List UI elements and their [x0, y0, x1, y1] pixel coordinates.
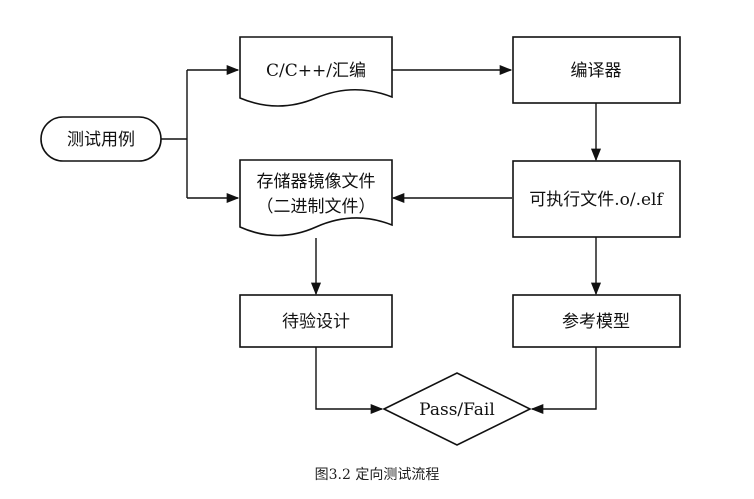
dut-node — [239, 294, 393, 348]
memory-image-document-node — [239, 159, 393, 237]
executable-label: 可执行文件.o/.elf — [529, 190, 664, 210]
dut-label: 待验设计 — [282, 312, 350, 332]
source-label: C/C++/汇编 — [266, 61, 366, 81]
connectors — [161, 64, 602, 415]
arrow-dut-to-passfail — [315, 347, 384, 415]
arrow-refmodel-to-passfail — [530, 347, 597, 415]
executable-node — [512, 160, 681, 238]
figure-caption: 图3.2 定向测试流程 — [314, 467, 440, 483]
test-cases-node — [40, 116, 162, 162]
pass-fail-decision-node — [382, 372, 532, 446]
memory-image-label-line2: （二进制文件） — [257, 197, 376, 217]
memory-image-label-line1: 存储器镜像文件 — [257, 172, 376, 192]
reference-model-node — [512, 294, 681, 348]
pass-fail-label: Pass/Fail — [419, 400, 495, 420]
test-cases-label: 测试用例 — [67, 130, 135, 150]
reference-model-label: 参考模型 — [562, 312, 630, 332]
compiler-node — [512, 36, 681, 104]
compiler-label: 编译器 — [571, 61, 622, 81]
source-document-node — [239, 36, 393, 107]
